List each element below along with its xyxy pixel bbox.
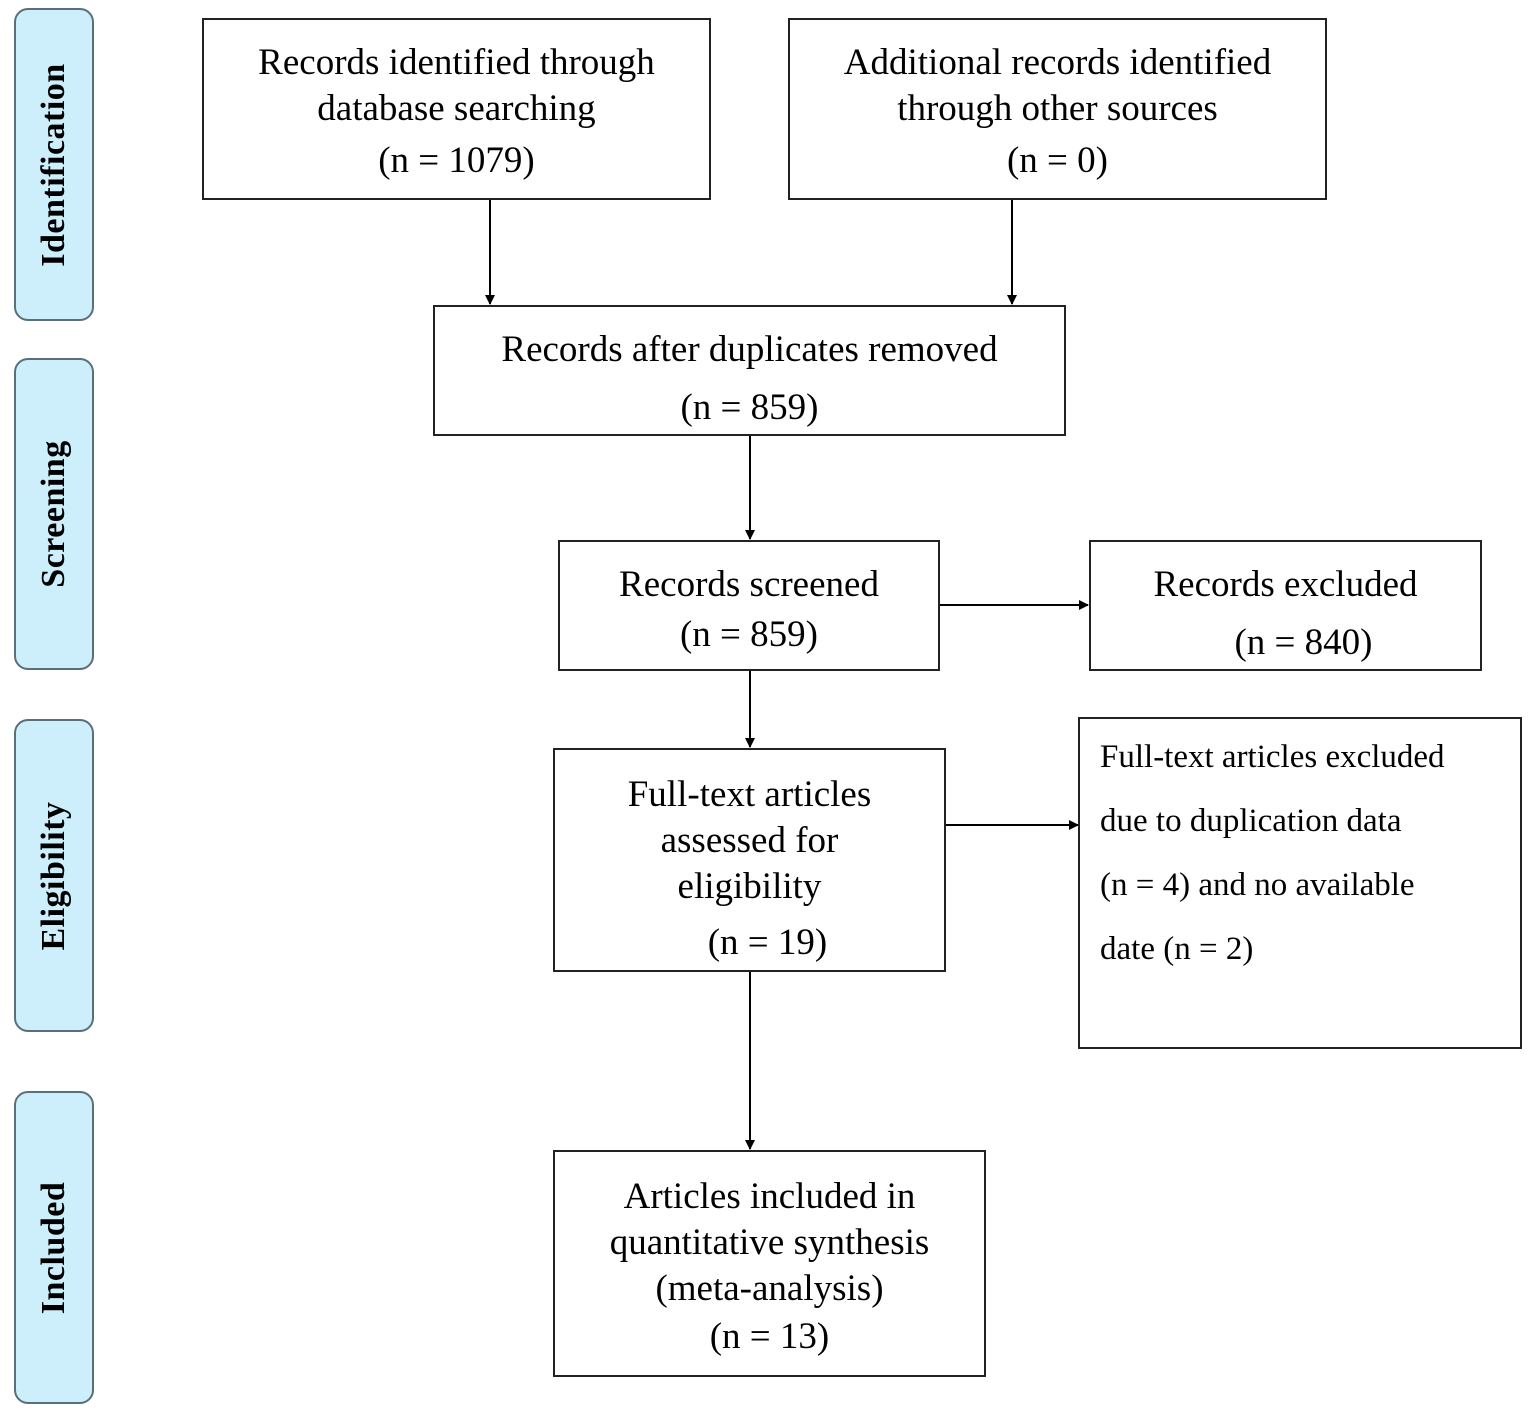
duplicates-removed-count: (n = 859) [680, 387, 819, 428]
records-screened-count: (n = 859) [679, 614, 818, 655]
fulltext-excluded-line3: (n = 4) and no available [1100, 867, 1415, 903]
phase-screening: Screening [14, 358, 94, 670]
records-excluded-count: (n = 840) [1234, 622, 1373, 663]
box-database-search: Records identified through database sear… [202, 18, 711, 200]
included-synthesis-line1: Articles included in [623, 1176, 916, 1217]
box-included-synthesis: Articles included in quantitative synthe… [553, 1150, 986, 1377]
phase-eligibility: Eligibility [14, 719, 94, 1032]
records-excluded-line1: Records excluded [1153, 564, 1418, 605]
box-other-sources: Additional records identified through ot… [788, 18, 1327, 200]
other-sources-line2: through other sources [897, 88, 1218, 129]
fulltext-assessed-line1: Full-text articles [627, 774, 872, 815]
phase-identification: Identification [14, 8, 94, 321]
other-sources-line1: Additional records identified [843, 42, 1272, 83]
box-records-screened: Records screened (n = 859) [558, 540, 940, 671]
database-search-line2: database searching [317, 88, 596, 129]
fulltext-excluded-line4: date (n = 2) [1100, 931, 1254, 967]
database-search-count: (n = 1079) [378, 140, 535, 181]
box-duplicates-removed: Records after duplicates removed (n = 85… [433, 305, 1066, 436]
included-synthesis-line2: quantitative synthesis [609, 1222, 930, 1263]
box-fulltext-excluded: Full-text articles excluded due to dupli… [1078, 717, 1522, 1049]
fulltext-assessed-line2: assessed for [660, 820, 839, 861]
records-screened-line1: Records screened [619, 564, 879, 605]
fulltext-assessed-count: (n = 19) [707, 922, 828, 963]
included-synthesis-count: (n = 13) [709, 1316, 830, 1357]
database-search-line1: Records identified through [258, 42, 655, 83]
included-synthesis-line3: (meta-analysis) [655, 1268, 884, 1309]
fulltext-assessed-line3: eligibility [677, 866, 822, 907]
fulltext-excluded-line2: due to duplication data [1100, 803, 1402, 839]
box-records-excluded: Records excluded (n = 840) [1089, 540, 1482, 671]
duplicates-removed-line1: Records after duplicates removed [501, 329, 998, 370]
other-sources-count: (n = 0) [1006, 140, 1108, 181]
box-fulltext-assessed: Full-text articles assessed for eligibil… [553, 748, 946, 972]
fulltext-excluded-line1: Full-text articles excluded [1100, 739, 1445, 775]
phase-included: Included [14, 1091, 94, 1404]
